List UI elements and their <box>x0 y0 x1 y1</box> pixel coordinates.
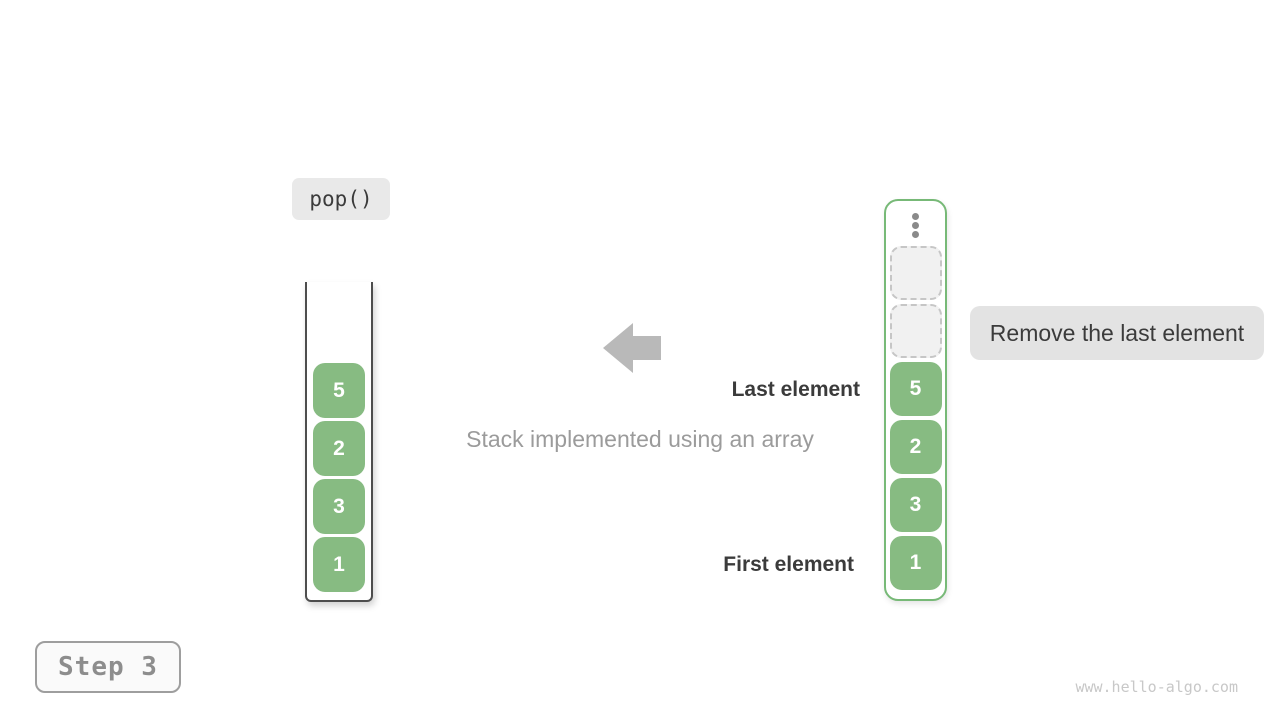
last-element-label: Last element <box>731 378 860 401</box>
array-element: 1 <box>889 536 942 590</box>
ellipsis-dot <box>912 213 919 220</box>
first-element-label: First element <box>723 553 854 576</box>
empty-slot <box>889 304 942 358</box>
stack-element: 3 <box>313 479 365 534</box>
left-arrow-icon <box>603 323 661 373</box>
stack-container: 5 2 3 1 <box>305 282 373 602</box>
remove-callout: Remove the last element <box>970 306 1264 360</box>
stack-element: 5 <box>313 363 365 418</box>
pop-operation-label: pop() <box>292 178 390 220</box>
array-element: 5 <box>889 362 942 416</box>
array-element: 3 <box>889 478 942 532</box>
stack-element: 2 <box>313 421 365 476</box>
array-element: 2 <box>889 420 942 474</box>
vertical-ellipsis-icon <box>912 213 919 238</box>
diagram-caption: Stack implemented using an array <box>466 426 814 452</box>
ellipsis-dot <box>912 231 919 238</box>
step-badge: Step 3 <box>35 641 181 693</box>
ellipsis-dot <box>912 222 919 229</box>
stack-element: 1 <box>313 537 365 592</box>
empty-slot <box>889 246 942 300</box>
array-container: 5 2 3 1 <box>884 199 947 601</box>
watermark: www.hello-algo.com <box>1075 678 1238 696</box>
